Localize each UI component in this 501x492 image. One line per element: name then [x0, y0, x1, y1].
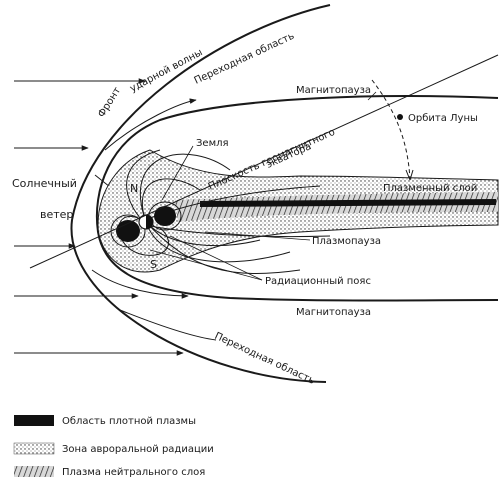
label-moon-orbit: Орбита Луны: [408, 113, 478, 124]
label-transition-top: Переходная область: [193, 31, 297, 87]
dense-plasma-right: [154, 206, 176, 226]
label-transition-bottom: Переходная область: [213, 331, 317, 387]
label-plasma-sheet: Плазменный слой: [383, 183, 477, 194]
label-plasmapause: Плазмопауза: [312, 236, 381, 247]
label-solar-wind-1: Солнечный: [12, 177, 77, 190]
neutral-sheet-plasma: [175, 192, 498, 222]
legend-swatch-dotted: [13, 442, 55, 455]
label-north: N: [130, 182, 138, 195]
plasma-sheet-band: [200, 199, 496, 207]
label-south: S: [150, 258, 157, 271]
legend: Область плотной плазмы Зона авроральной …: [13, 415, 214, 478]
legend-label-hatched: Плазма нейтрального слоя: [62, 467, 205, 478]
bow-shock: [70, 4, 331, 383]
label-earth: Земля: [196, 138, 229, 149]
legend-label-dotted: Зона авроральной радиации: [62, 444, 214, 455]
leader-lines: [149, 91, 377, 281]
label-radiation-belt: Радиационный пояс: [265, 276, 371, 287]
geomagnetic-equator-line: [29, 54, 499, 269]
magnetopause: [95, 95, 499, 302]
moon-marker: [397, 114, 403, 120]
label-shock-wave: ударной волны: [128, 47, 204, 94]
label-magnetopause-bottom: Магнитопауза: [296, 307, 371, 318]
label-shock-front: Фронт: [96, 85, 123, 119]
label-magnetopause-top: Магнитопауза: [296, 85, 371, 96]
transition-flow-lines: [91, 98, 217, 341]
legend-swatch-hatched: [14, 466, 54, 477]
solar-wind-arrows: [14, 78, 184, 356]
dense-plasma-left: [116, 220, 140, 242]
legend-label-dense: Область плотной плазмы: [62, 416, 196, 427]
label-solar-wind-2: ветер: [40, 208, 73, 221]
legend-swatch-dense: [14, 415, 54, 426]
